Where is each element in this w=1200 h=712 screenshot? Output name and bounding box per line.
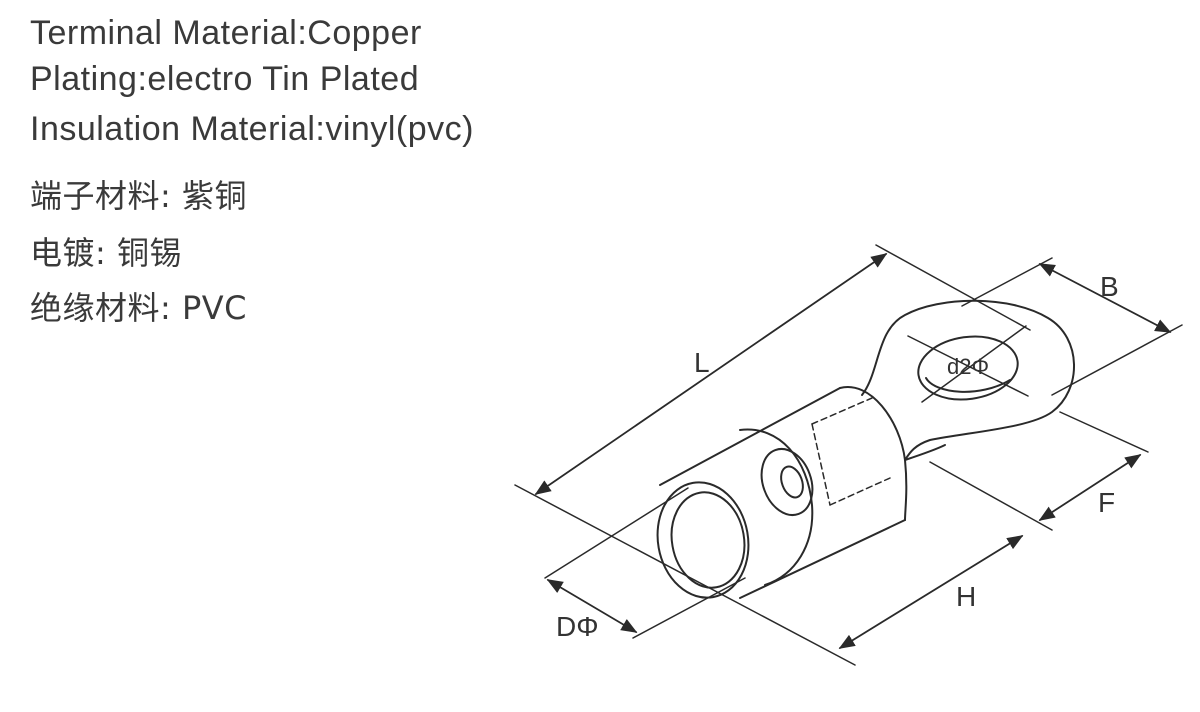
ext-L-left — [514, 484, 856, 666]
sleeve-bottom-edge — [739, 519, 906, 599]
dim-label-D: DΦ — [556, 611, 599, 642]
ext-F-top — [1059, 411, 1149, 453]
ring-hole-inner-arc — [925, 377, 1011, 393]
barrel-hidden-line-1 — [811, 397, 873, 425]
dim-B-line — [1038, 263, 1172, 333]
ext-B-bottom — [1051, 324, 1183, 396]
ring-hole — [917, 335, 1019, 401]
spec-plating: Plating:electro Tin Plated — [30, 60, 420, 98]
ext-F-bottom — [929, 461, 1053, 531]
barrel-hidden-line-3 — [811, 423, 831, 506]
dim-label-d2: d2Φ — [947, 354, 989, 379]
barrel-inner-outer — [760, 448, 814, 516]
dim-F-line — [1038, 454, 1142, 521]
dim-label-L: L — [694, 347, 710, 378]
dim-L-line — [534, 253, 888, 495]
ext-D-bottom — [632, 577, 746, 639]
spec-terminal-material: Terminal Material:Copper — [30, 14, 422, 52]
spec-cn-insulation-material: 绝缘材料: PVC — [30, 289, 247, 327]
barrel-hidden-line-2 — [829, 477, 891, 506]
dim-label-H: H — [956, 581, 976, 612]
sleeve-top-edge — [659, 387, 841, 486]
d2-crosshair-1 — [907, 335, 1029, 397]
dim-D-line — [546, 579, 638, 633]
spec-cn-terminal-material: 端子材料: 紫铜 — [30, 177, 247, 215]
dim-label-B: B — [1100, 271, 1119, 302]
d2-crosshair-2 — [921, 325, 1027, 403]
ext-B-top — [961, 257, 1053, 307]
dim-H-line — [838, 535, 1024, 649]
tongue-shank-edge — [904, 444, 946, 461]
ext-L-right — [875, 244, 1031, 331]
spec-cn-plating: 电镀: 铜锡 — [30, 234, 182, 272]
ring-tongue-outline — [861, 299, 1075, 461]
sleeve-front-inner — [670, 491, 746, 589]
spec-insulation-material: Insulation Material:vinyl(pvc) — [30, 110, 474, 148]
dim-label-F: F — [1098, 487, 1115, 518]
ext-D-top — [544, 487, 689, 579]
